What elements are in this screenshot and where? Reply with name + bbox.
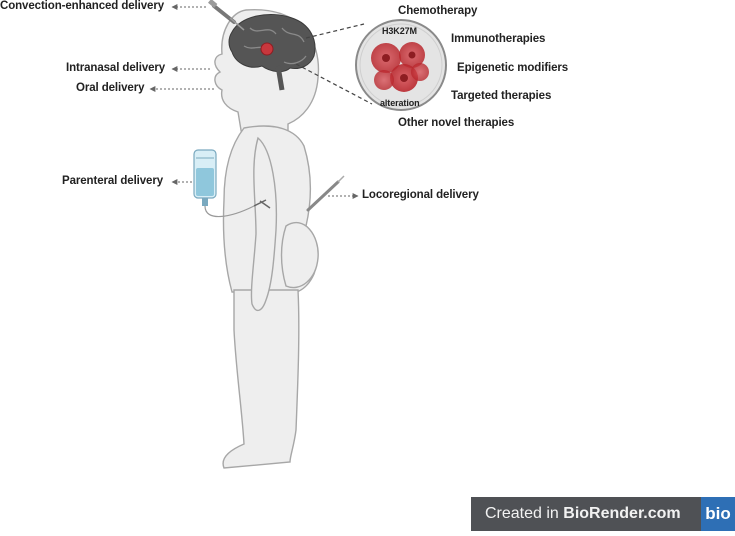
- label-other-therapies: Other novel therapies: [398, 117, 515, 129]
- child-body: [214, 9, 320, 469]
- buttock: [280, 221, 319, 289]
- arm: [250, 136, 278, 311]
- locoregional-syringe-icon: [306, 175, 345, 212]
- label-targeted: Targeted therapies: [451, 90, 552, 102]
- label-oral: Oral delivery: [76, 82, 145, 94]
- legs: [222, 289, 300, 469]
- label-chemotherapy: Chemotherapy: [398, 5, 478, 17]
- label-immunotherapies: Immunotherapies: [451, 33, 546, 45]
- iv-bag-icon: [193, 149, 271, 218]
- tumor-cells: [371, 42, 429, 92]
- tumor-spot: [260, 42, 274, 56]
- zoom-line-bottom: [295, 63, 373, 105]
- biorender-logo-icon: bio: [701, 497, 735, 531]
- label-parenteral: Parenteral delivery: [62, 175, 164, 187]
- label-convection: Convection-enhanced delivery: [0, 0, 164, 12]
- tumor-zoom-circle: [355, 19, 447, 111]
- label-intranasal: Intranasal delivery: [66, 62, 166, 74]
- label-locoregional: Locoregional delivery: [362, 189, 479, 201]
- biorender-watermark[interactable]: Created in BioRender.com bio: [471, 497, 735, 531]
- brain-icon: [228, 14, 316, 91]
- tumor-alteration-label: alteration: [380, 98, 420, 108]
- watermark-text: Created in BioRender.com: [471, 505, 703, 523]
- syringe-icon: [208, 0, 245, 31]
- tumor-mutation-label: H3K27M: [382, 26, 417, 36]
- watermark-prefix: Created in: [485, 505, 564, 522]
- watermark-brand: BioRender.com: [563, 505, 681, 522]
- label-epigenetic: Epigenetic modifiers: [457, 62, 569, 74]
- zoom-line-top: [305, 23, 365, 39]
